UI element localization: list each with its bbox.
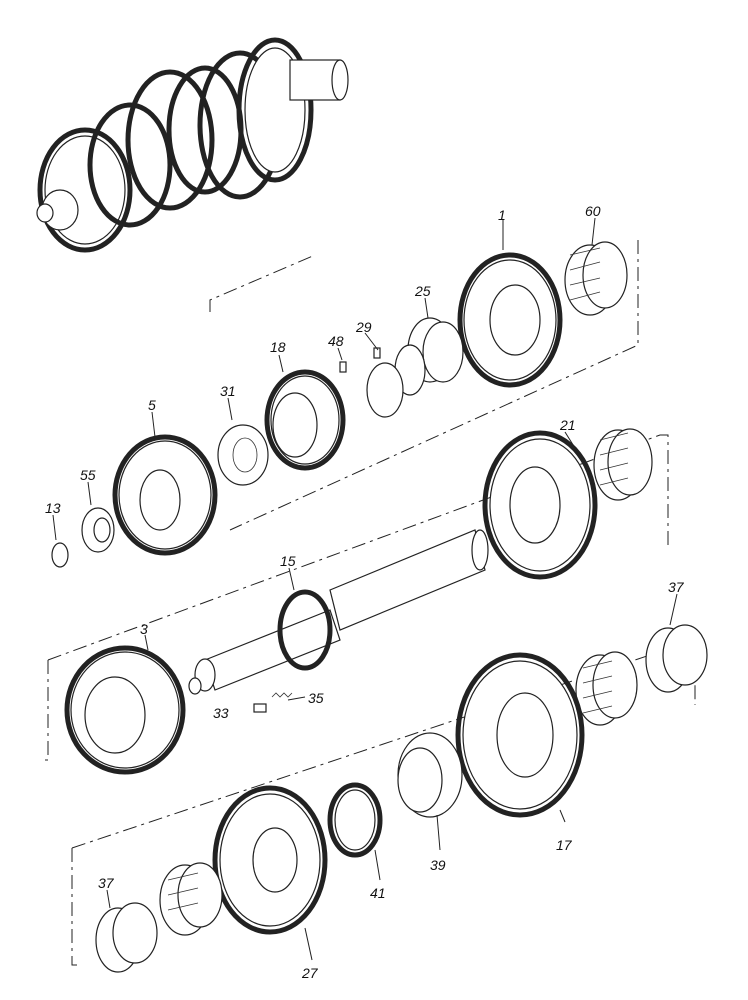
hub-part-5 — [112, 434, 218, 556]
axis-line-1 — [209, 254, 316, 312]
axis-line-3 — [40, 660, 49, 761]
hub-part-3 — [64, 645, 186, 775]
gear-part-17 — [455, 652, 585, 818]
bushing-part-25 — [407, 317, 464, 383]
pins-part-48 — [339, 347, 381, 373]
callout-60: 60 — [585, 203, 601, 219]
callout-17: 17 — [556, 837, 573, 853]
gear-part-21 — [482, 430, 598, 580]
callout-27: 27 — [301, 965, 319, 981]
main-shaft-part-15 — [188, 529, 489, 695]
callout-48: 48 — [328, 333, 344, 349]
washer-part-31 — [217, 424, 269, 486]
needle-bearing-part-60 — [564, 241, 628, 316]
needle-bearing-lower — [159, 862, 223, 936]
callout-3: 3 — [140, 621, 148, 637]
callout-41: 41 — [370, 885, 386, 901]
circlip-part-13 — [51, 542, 69, 568]
needle-bearing-upper-right — [593, 428, 653, 501]
callout-25: 25 — [414, 283, 431, 299]
axis-line-2 — [229, 240, 639, 531]
bushing-part-37-upper — [645, 624, 708, 693]
callout-37a: 37 — [668, 579, 685, 595]
sleeve-part-39 — [397, 732, 463, 818]
axis-line-5 — [71, 848, 80, 966]
callout-18: 18 — [270, 339, 286, 355]
callout-labels: 1 60 25 29 48 18 5 31 21 13 55 15 3 37 3… — [45, 203, 685, 981]
snap-ring-drawing — [366, 362, 404, 418]
axis-line-4 — [47, 434, 669, 661]
callout-29: 29 — [355, 319, 372, 335]
callout-13: 13 — [45, 500, 61, 516]
key-part-33 — [253, 703, 267, 713]
callout-33: 33 — [213, 705, 229, 721]
callout-39: 39 — [430, 857, 446, 873]
leader-lines — [52, 217, 678, 961]
callout-35: 35 — [308, 690, 324, 706]
bushing-part-37-lower — [95, 902, 158, 973]
callout-37b: 37 — [98, 875, 115, 891]
assembled-shaft-drawing — [36, 37, 349, 253]
sync-gear-part-18 — [264, 369, 346, 471]
ring-gear-part-41 — [327, 782, 383, 858]
callout-55: 55 — [80, 467, 96, 483]
spring-part-35 — [271, 692, 293, 698]
callout-21: 21 — [559, 417, 576, 433]
callout-15: 15 — [280, 553, 296, 569]
callout-31: 31 — [220, 383, 236, 399]
gear-part-27 — [212, 785, 328, 935]
callout-1: 1 — [498, 207, 506, 223]
callout-5: 5 — [148, 397, 156, 413]
bearing-part-55 — [81, 507, 115, 553]
gear-part-1 — [457, 252, 563, 388]
needle-bearing-middle — [575, 651, 638, 726]
